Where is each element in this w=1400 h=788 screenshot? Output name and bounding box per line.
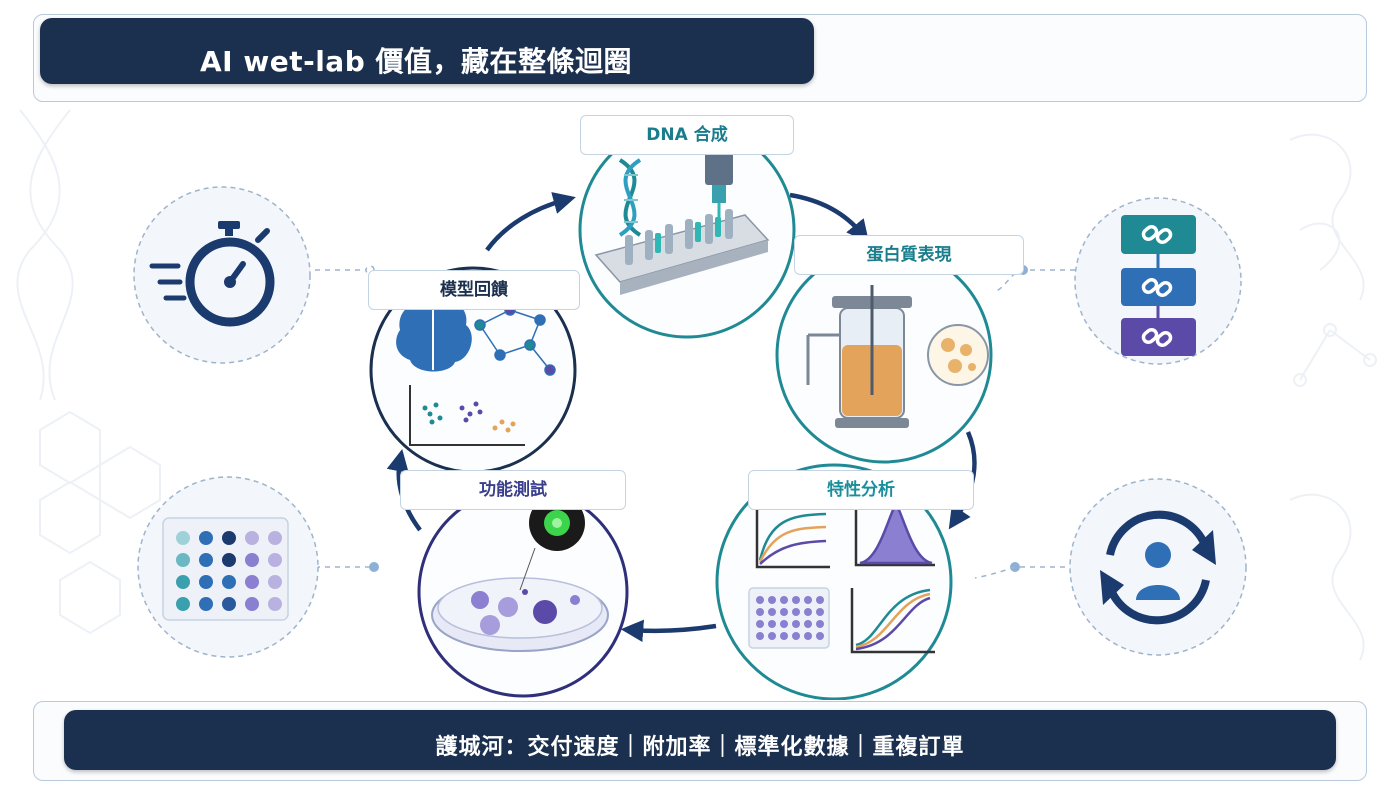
stopwatch-icon: [149, 221, 275, 327]
chain-bubble: [1074, 197, 1242, 365]
footer-bar: [64, 710, 1336, 770]
well-plate-icon: [594, 209, 770, 295]
characterization-node: [715, 463, 953, 700]
stage-label-functional-testing: 功能測試: [400, 470, 626, 510]
user-cycle-bubble: [1069, 478, 1247, 656]
chain-link-icon: [1121, 215, 1196, 356]
stopwatch-bubble: [133, 186, 311, 364]
petri-dish-icon: [431, 577, 609, 652]
dna-synthesis-node: [578, 121, 796, 339]
dna-helix-icon: [618, 158, 642, 237]
title-bar: [40, 18, 814, 84]
protein-expression-node: [775, 246, 993, 464]
footer-text: 護城河：交付速度｜附加率｜標準化數據｜重複訂單: [435, 735, 965, 760]
model-feedback-node: [369, 266, 577, 474]
cycle-arrows: [386, 192, 977, 643]
stage-label-model-feedback: 模型回饋: [368, 270, 580, 310]
stage-label-protein-expression: 蛋白質表現: [794, 235, 1024, 275]
page-title: AI wet-lab 價值，藏在整條迴圈: [200, 45, 632, 78]
mini-plate-icon: [748, 587, 830, 649]
brain-icon: [396, 301, 472, 372]
plate-bubble: [137, 476, 319, 658]
bioreactor-icon: [806, 285, 989, 428]
user-cycle-icon: [1100, 510, 1216, 625]
stage-label-characterization: 特性分析: [748, 470, 974, 510]
stage-label-dna-synthesis: DNA 合成: [580, 115, 794, 155]
cycle-diagram: [16, 109, 1377, 700]
scatter-plot-icon: [409, 385, 525, 446]
plate-grid-icon: [162, 517, 289, 621]
background-decoration: [16, 109, 1377, 661]
functional-testing-node: [417, 486, 629, 698]
